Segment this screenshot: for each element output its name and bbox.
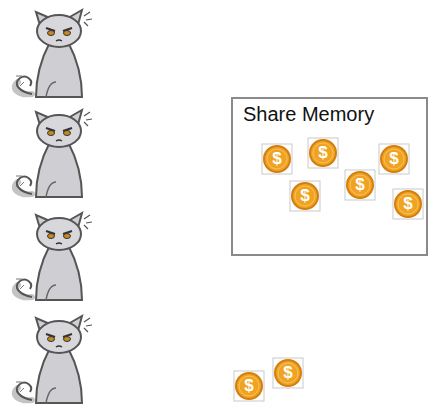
coin-symbol: $ [261,143,293,175]
coin-icon: $ [233,370,265,402]
coin-icon: $ [378,143,410,175]
coin-symbol: $ [378,143,410,175]
coin-symbol: $ [233,370,265,402]
coin-icon: $ [344,169,376,201]
coin-symbol: $ [344,169,376,201]
coin-icon: $ [289,180,321,212]
coin-symbol: $ [307,137,339,169]
coin-icon: $ [272,357,304,389]
memory-box: Share Memory$$$$$$ [231,97,428,256]
coin-symbol: $ [272,357,304,389]
box-title: Share Memory [243,103,374,126]
coin-icon: $ [261,143,293,175]
coin-symbol: $ [289,180,321,212]
coin-icon: $ [307,137,339,169]
coin-symbol: $ [392,188,424,220]
coin-icon: $ [392,188,424,220]
